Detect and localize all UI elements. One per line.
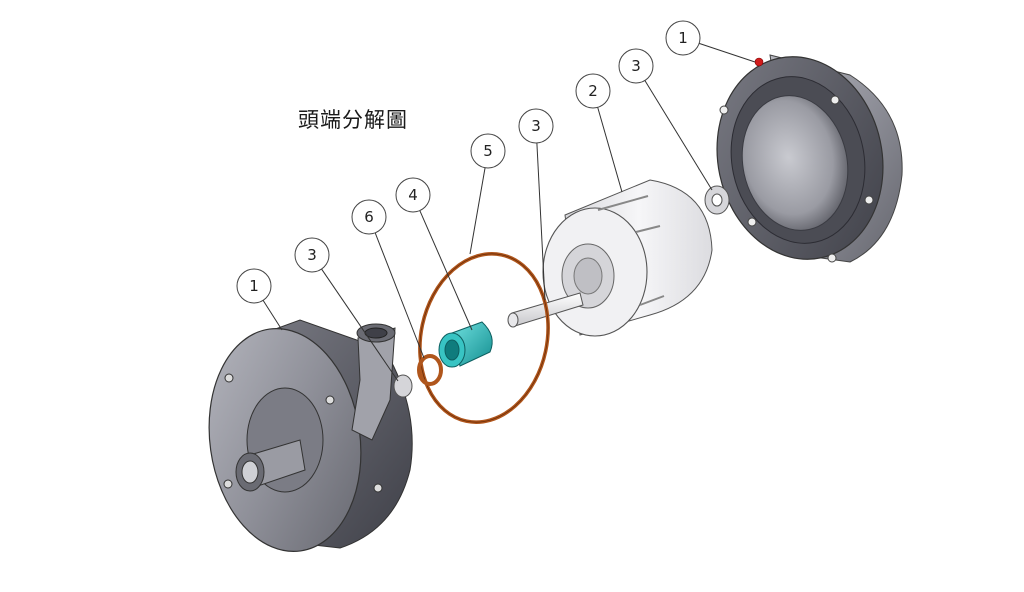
leader-line: [374, 232, 425, 359]
callout-label: 6: [364, 208, 374, 226]
callout-bubble: [575, 73, 611, 109]
callout-layer: 1 1 2 3 3 3 4 5 6: [236, 20, 756, 382]
callout-bubble: [518, 108, 554, 144]
washer-front-part: [393, 374, 413, 398]
callout-label: 3: [531, 117, 541, 135]
leader-line: [698, 42, 756, 63]
washer-rear-part: [704, 185, 730, 215]
leader-line: [469, 167, 486, 255]
callout-bubble: [665, 20, 701, 56]
rear-housing-part: [716, 54, 903, 263]
marker-dot-icon: [754, 57, 764, 67]
front-housing-part: [208, 319, 413, 553]
callout-bubble: [395, 177, 431, 213]
leader-line: [597, 107, 623, 193]
leader-line: [644, 80, 713, 191]
callout-label: 3: [307, 246, 317, 264]
callout-label: 2: [588, 82, 598, 100]
callout-bubble: [351, 199, 387, 235]
callout-bubble: [618, 48, 654, 84]
leader-line: [321, 268, 399, 382]
callout-label: 1: [249, 277, 259, 295]
impeller-part: [542, 179, 713, 337]
leader-line: [419, 210, 473, 331]
leader-line: [536, 142, 546, 301]
callout-bubble: [470, 133, 506, 169]
diagram-title: 頭端分解圖: [298, 108, 408, 132]
callout-label: 5: [483, 142, 493, 160]
leader-line: [262, 300, 283, 331]
callout-label: 4: [408, 186, 418, 204]
callout-bubble: [294, 237, 330, 273]
bushing-part: [438, 321, 493, 368]
callout-label: 3: [631, 57, 641, 75]
callout-bubble: [236, 268, 272, 304]
oring-large-edge: [419, 253, 549, 423]
callout-label: 1: [678, 29, 688, 47]
oring-small-part: [417, 354, 443, 386]
